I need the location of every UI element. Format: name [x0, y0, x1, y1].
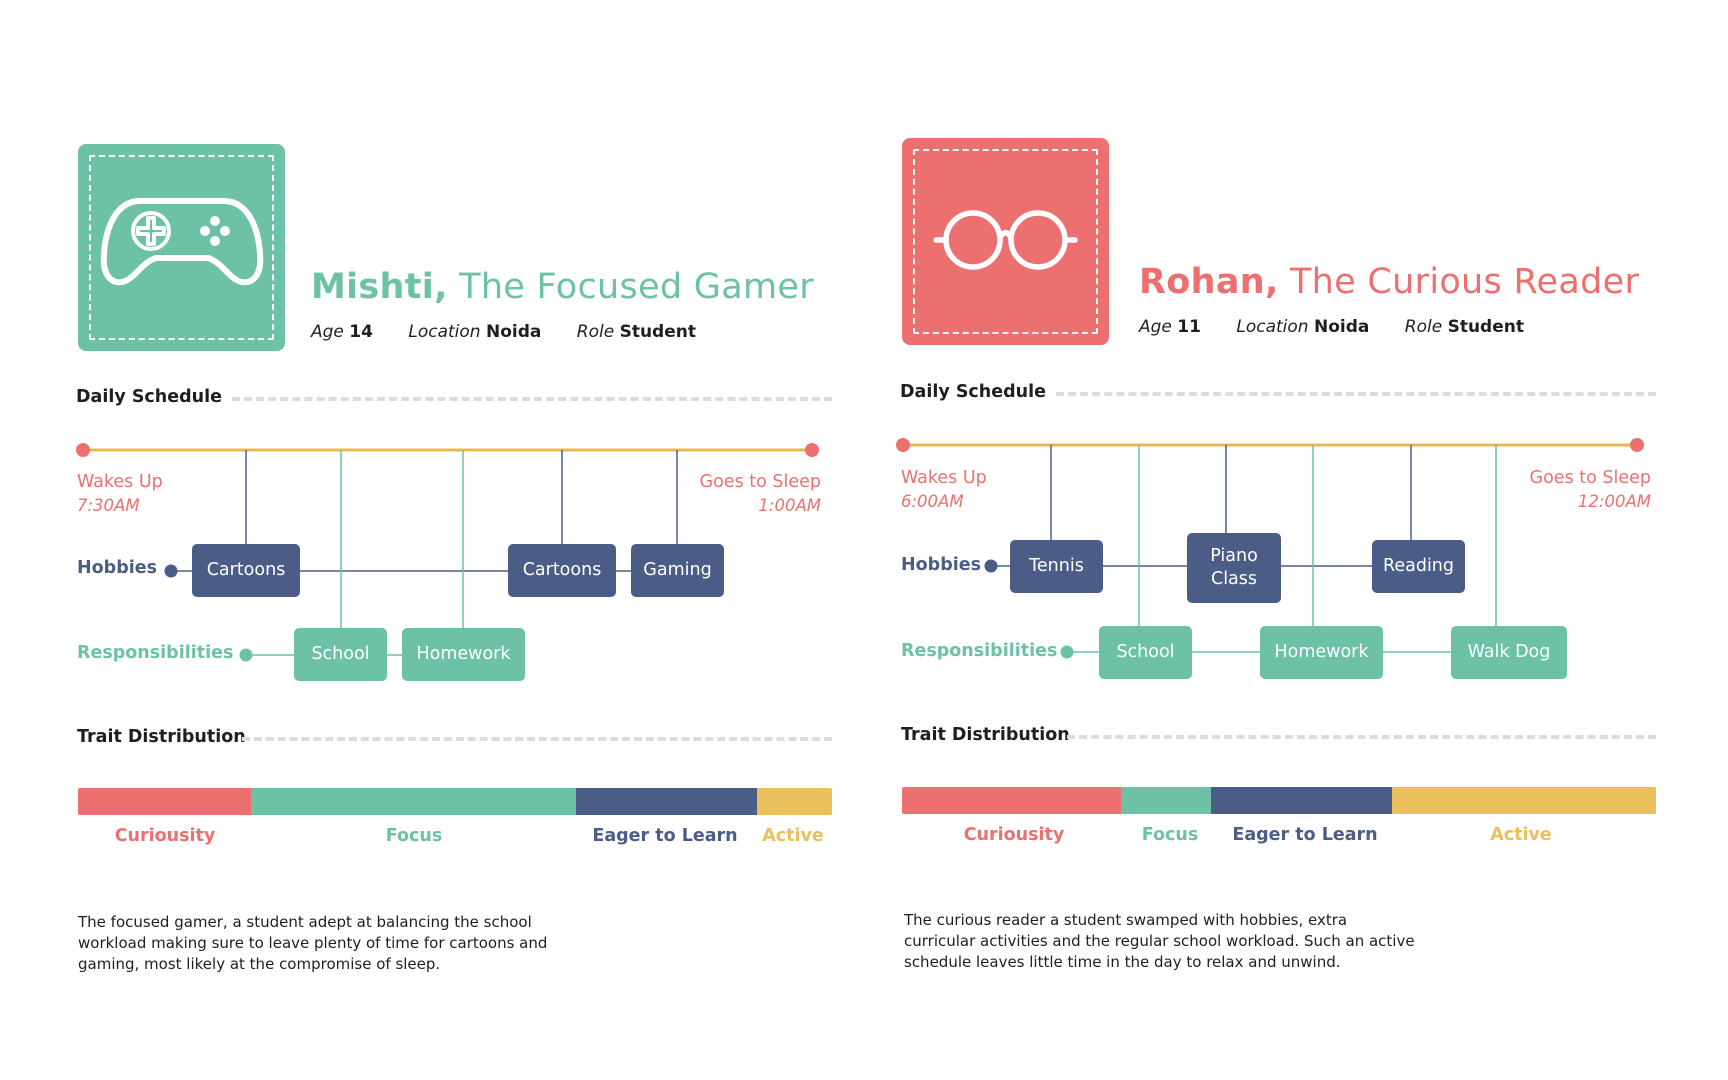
persona-avatar	[78, 144, 285, 351]
location-label: Location	[408, 322, 481, 342]
persona-card-rohan: Rohan, The Curious Reader Age 11 Locatio…	[864, 0, 1728, 1080]
hobby-box-piano-class: Piano Class	[1187, 533, 1281, 603]
hobbies-row-dot	[984, 559, 998, 573]
hobby-box-cartoons: Cartoons	[192, 544, 300, 597]
trait-segment-focus	[251, 788, 576, 815]
avatar-dashed-border	[89, 155, 274, 340]
persona-meta: Age 11 Location Noida Role Student	[1139, 317, 1554, 337]
age-value: 11	[1177, 317, 1201, 337]
daily-schedule-timeline	[76, 443, 819, 662]
glasses-icon	[933, 210, 1078, 270]
age-label: Age	[311, 322, 344, 342]
daily-schedule-timeline	[896, 438, 1644, 659]
wakes-up-label: Wakes Up	[901, 468, 987, 488]
responsibility-box-school: School	[294, 628, 387, 681]
persona-subtitle: The Curious Reader	[1289, 262, 1640, 302]
trait-segment-active	[756, 788, 832, 815]
trait-distribution-heading: Trait Distribution	[77, 727, 246, 747]
hobby-box-reading: Reading	[1372, 540, 1465, 593]
age-value: 14	[349, 322, 373, 342]
trait-segment-eager-to-learn	[1211, 787, 1393, 814]
daily-schedule-heading: Daily Schedule	[76, 387, 222, 407]
trait-distribution-bar	[78, 788, 832, 815]
section-divider	[242, 737, 832, 741]
role-label: Role	[576, 322, 615, 342]
responsibility-box-school: School	[1099, 626, 1192, 679]
wake-time: 7:30AM	[77, 496, 140, 515]
hobby-box-tennis: Tennis	[1010, 540, 1103, 593]
trait-label-focus: Focus	[385, 826, 443, 846]
trait-label-curiousity: Curiousity	[963, 825, 1065, 845]
section-divider	[1056, 392, 1656, 396]
hobby-box-cartoons: Cartoons	[508, 544, 616, 597]
persona-subtitle: The Focused Gamer	[459, 267, 814, 307]
responsibilities-label: Responsibilities	[901, 641, 1058, 661]
section-divider	[232, 397, 832, 401]
section-divider	[1067, 735, 1656, 739]
goes-to-sleep-label: Goes to Sleep	[1529, 468, 1651, 488]
trait-segment-curiousity	[78, 788, 252, 815]
trait-label-active: Active	[762, 826, 824, 846]
hobby-box-gaming: Gaming	[631, 544, 724, 597]
persona-card-mishti: Mishti, The Focused Gamer Age 14 Locatio…	[76, 144, 832, 973]
sleep-dot	[805, 443, 819, 457]
persona-title: Mishti, The Focused Gamer	[311, 267, 814, 307]
trait-distribution-heading: Trait Distribution	[901, 725, 1070, 745]
age-label: Age	[1139, 317, 1172, 337]
trait-segment-focus	[1120, 787, 1212, 814]
wake-dot	[76, 443, 90, 457]
role-label: Role	[1404, 317, 1443, 337]
persona-title: Rohan, The Curious Reader	[1139, 262, 1639, 302]
responsibilities-row-dot	[239, 648, 253, 662]
daily-schedule-heading: Daily Schedule	[900, 382, 1046, 402]
hobbies-label: Hobbies	[901, 555, 982, 575]
role-value: Student	[1447, 317, 1524, 337]
sleep-time: 1:00AM	[758, 496, 821, 515]
sleep-time: 12:00AM	[1577, 492, 1651, 511]
persona-name: Rohan,	[1139, 262, 1279, 302]
hobbies-label: Hobbies	[77, 558, 158, 578]
role-value: Student	[619, 322, 696, 342]
responsibilities-label: Responsibilities	[77, 643, 234, 663]
persona-name: Mishti,	[311, 267, 448, 307]
responsibilities-row-dot	[1060, 645, 1074, 659]
responsibility-box-walk-dog: Walk Dog	[1451, 626, 1567, 679]
trait-label-curiousity: Curiousity	[114, 826, 216, 846]
trait-label-active: Active	[1490, 825, 1552, 845]
trait-label-eager-to-learn: Eager to Learn	[1232, 825, 1378, 845]
location-value: Noida	[1313, 317, 1370, 337]
wakes-up-label: Wakes Up	[77, 472, 163, 492]
gamepad-icon	[100, 198, 264, 286]
trait-distribution-bar	[902, 787, 1656, 814]
wake-time: 6:00AM	[901, 492, 964, 511]
trait-label-eager-to-learn: Eager to Learn	[592, 826, 738, 846]
goes-to-sleep-label: Goes to Sleep	[699, 472, 821, 492]
trait-segment-curiousity	[902, 787, 1121, 814]
responsibility-box-homework: Homework	[402, 628, 525, 681]
persona-avatar	[902, 138, 1109, 345]
avatar-dashed-border	[913, 149, 1098, 334]
sleep-dot	[1630, 438, 1644, 452]
trait-segment-active	[1392, 787, 1656, 814]
responsibility-box-homework: Homework	[1260, 626, 1383, 679]
trait-label-focus: Focus	[1141, 825, 1199, 845]
persona-description: The curious reader a student swamped wit…	[904, 911, 1415, 971]
wake-dot	[896, 438, 910, 452]
trait-segment-eager-to-learn	[575, 788, 757, 815]
location-label: Location	[1236, 317, 1309, 337]
hobbies-row-dot	[164, 564, 178, 578]
persona-meta: Age 14 Location Noida Role Student	[311, 322, 726, 342]
persona-description: The focused gamer, a student adept at ba…	[78, 913, 548, 973]
location-value: Noida	[485, 322, 542, 342]
